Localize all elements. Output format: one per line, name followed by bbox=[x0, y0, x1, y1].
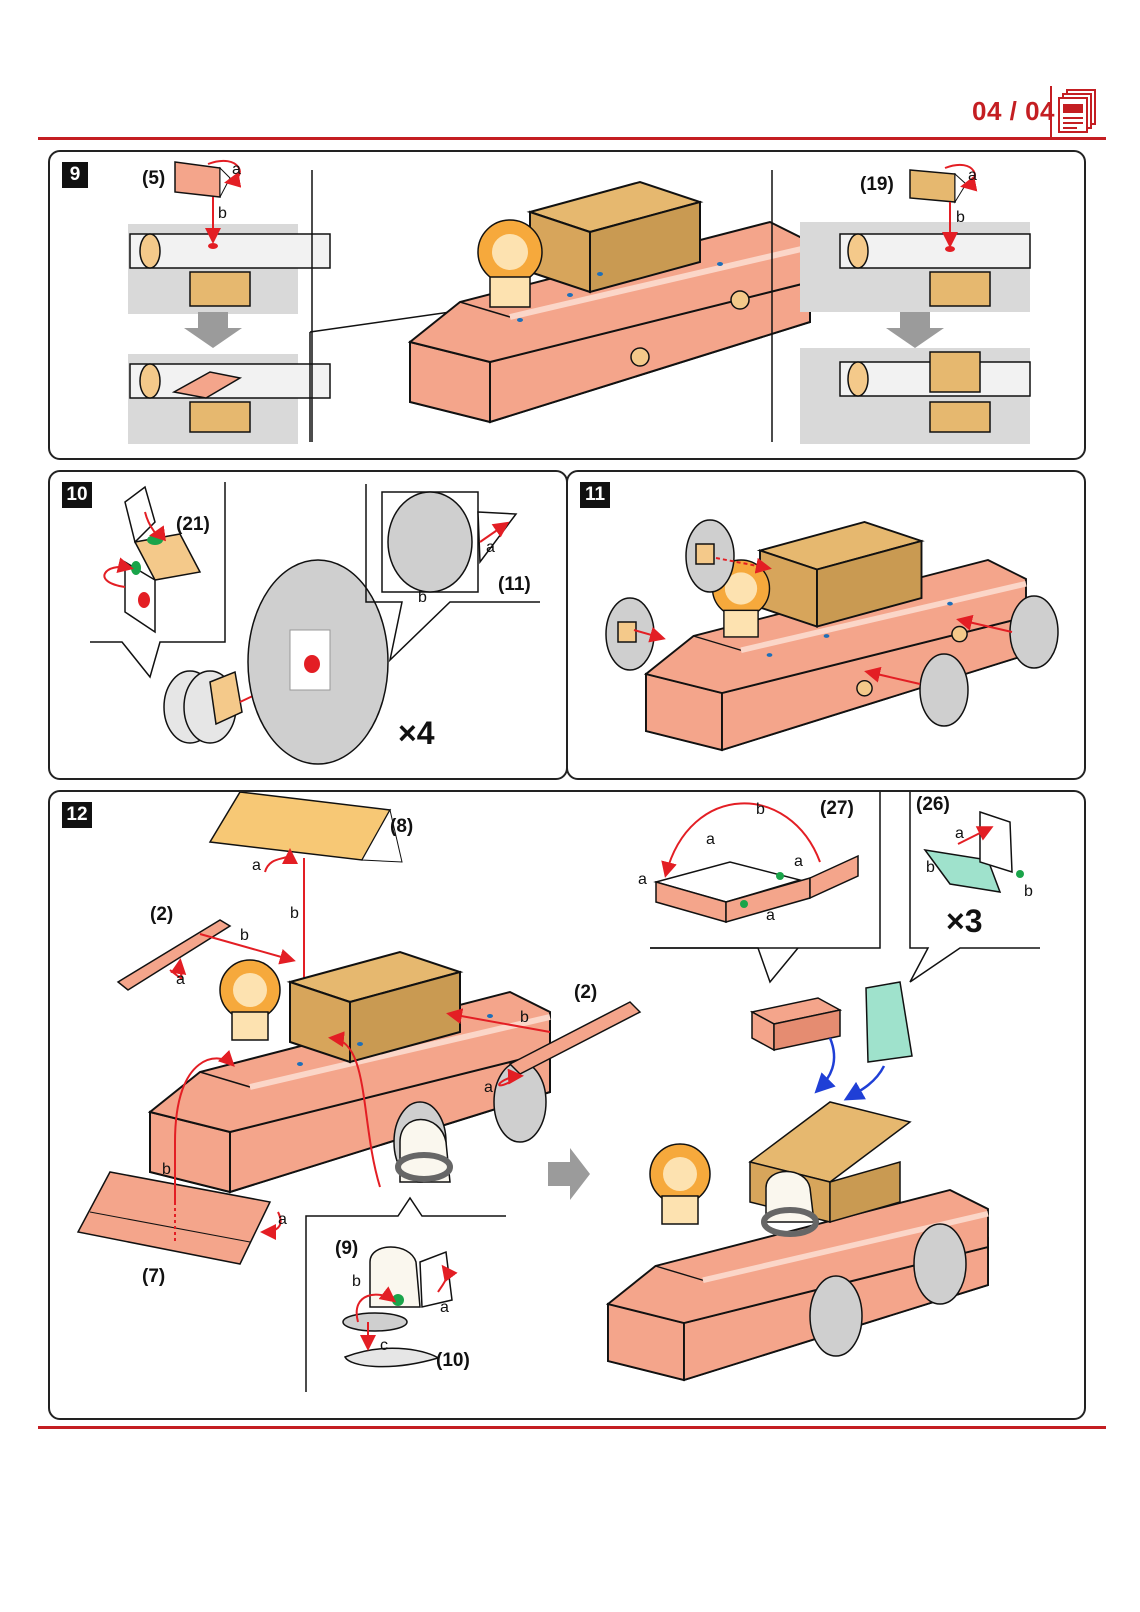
part-label: (5) bbox=[142, 168, 165, 189]
fold-label-a: a bbox=[484, 1079, 493, 1096]
fold-label-a: a bbox=[766, 907, 775, 924]
part-label: (8) bbox=[390, 816, 413, 837]
fold-label-a: a bbox=[486, 539, 495, 556]
document-stack-icon bbox=[1058, 88, 1098, 134]
fold-label-a: a bbox=[706, 831, 715, 848]
step-12-panel: 12 a (8) b a b (2) b bbox=[48, 790, 1086, 1420]
multiplier: ×4 bbox=[398, 715, 435, 751]
step-9-illustration: (5) a b bbox=[128, 159, 1031, 444]
header-divider bbox=[1050, 86, 1052, 138]
step-11-illustration bbox=[605, 519, 1059, 772]
fold-label-b: b bbox=[218, 205, 227, 222]
part-label: (27) bbox=[820, 798, 854, 819]
fold-label-b: b bbox=[162, 1161, 171, 1178]
multiplier: ×3 bbox=[946, 903, 982, 939]
fold-label-a: a bbox=[968, 167, 977, 184]
step-9-right-detail: (19) a b bbox=[800, 163, 1031, 444]
fold-label-a: a bbox=[955, 825, 964, 842]
step-number: 10 bbox=[62, 482, 92, 508]
step-number: 12 bbox=[62, 802, 92, 828]
fold-label-b: b bbox=[418, 589, 427, 606]
step-10-illustration: (21) a b (11) ×4 bbox=[90, 482, 540, 765]
part-label: (19) bbox=[860, 174, 894, 195]
fold-label-b: b bbox=[1024, 883, 1033, 900]
fold-label-a: a bbox=[440, 1299, 449, 1316]
step-11-panel: 11 bbox=[566, 470, 1086, 780]
fold-label-b: b bbox=[756, 801, 765, 818]
step-9-car bbox=[309, 181, 810, 442]
step-number: 11 bbox=[580, 482, 610, 508]
part-label: (21) bbox=[176, 514, 210, 535]
fold-label-a: a bbox=[232, 161, 241, 178]
part-label: (2) bbox=[574, 982, 597, 1003]
part-label: (11) bbox=[498, 574, 531, 595]
fold-label-a: a bbox=[638, 871, 647, 888]
step-9-panel: 9 (5) a b bbox=[48, 150, 1086, 460]
fold-label-a: a bbox=[794, 853, 803, 870]
fold-label-b: b bbox=[520, 1009, 529, 1026]
fold-label-b: b bbox=[240, 927, 249, 944]
fold-label-b: b bbox=[290, 905, 299, 922]
part-label: (9) bbox=[335, 1238, 358, 1259]
part-label: (10) bbox=[436, 1350, 470, 1371]
fold-label-c: c bbox=[380, 1337, 388, 1354]
part-label: (26) bbox=[916, 794, 950, 815]
fold-label-b: b bbox=[956, 209, 965, 226]
footer-rule bbox=[38, 1426, 1106, 1429]
part-label: (2) bbox=[150, 904, 173, 925]
fold-label-b: b bbox=[926, 859, 935, 876]
fold-label-a: a bbox=[176, 971, 185, 988]
step-number: 9 bbox=[62, 162, 88, 188]
fold-label-a: a bbox=[278, 1211, 287, 1228]
header-rule bbox=[38, 137, 1106, 140]
fold-label-a: a bbox=[252, 857, 261, 874]
step-9-left-detail: (5) a b bbox=[128, 159, 331, 444]
step-12-illustration: a (8) b a b (2) b a (2) bbox=[76, 792, 1040, 1392]
fold-label-b: b bbox=[352, 1273, 361, 1290]
step-10-panel: 10 (21) a b (11) ×4 bbox=[48, 470, 568, 780]
part-label: (7) bbox=[142, 1266, 165, 1287]
page-number: 04 / 04 bbox=[971, 96, 1055, 126]
